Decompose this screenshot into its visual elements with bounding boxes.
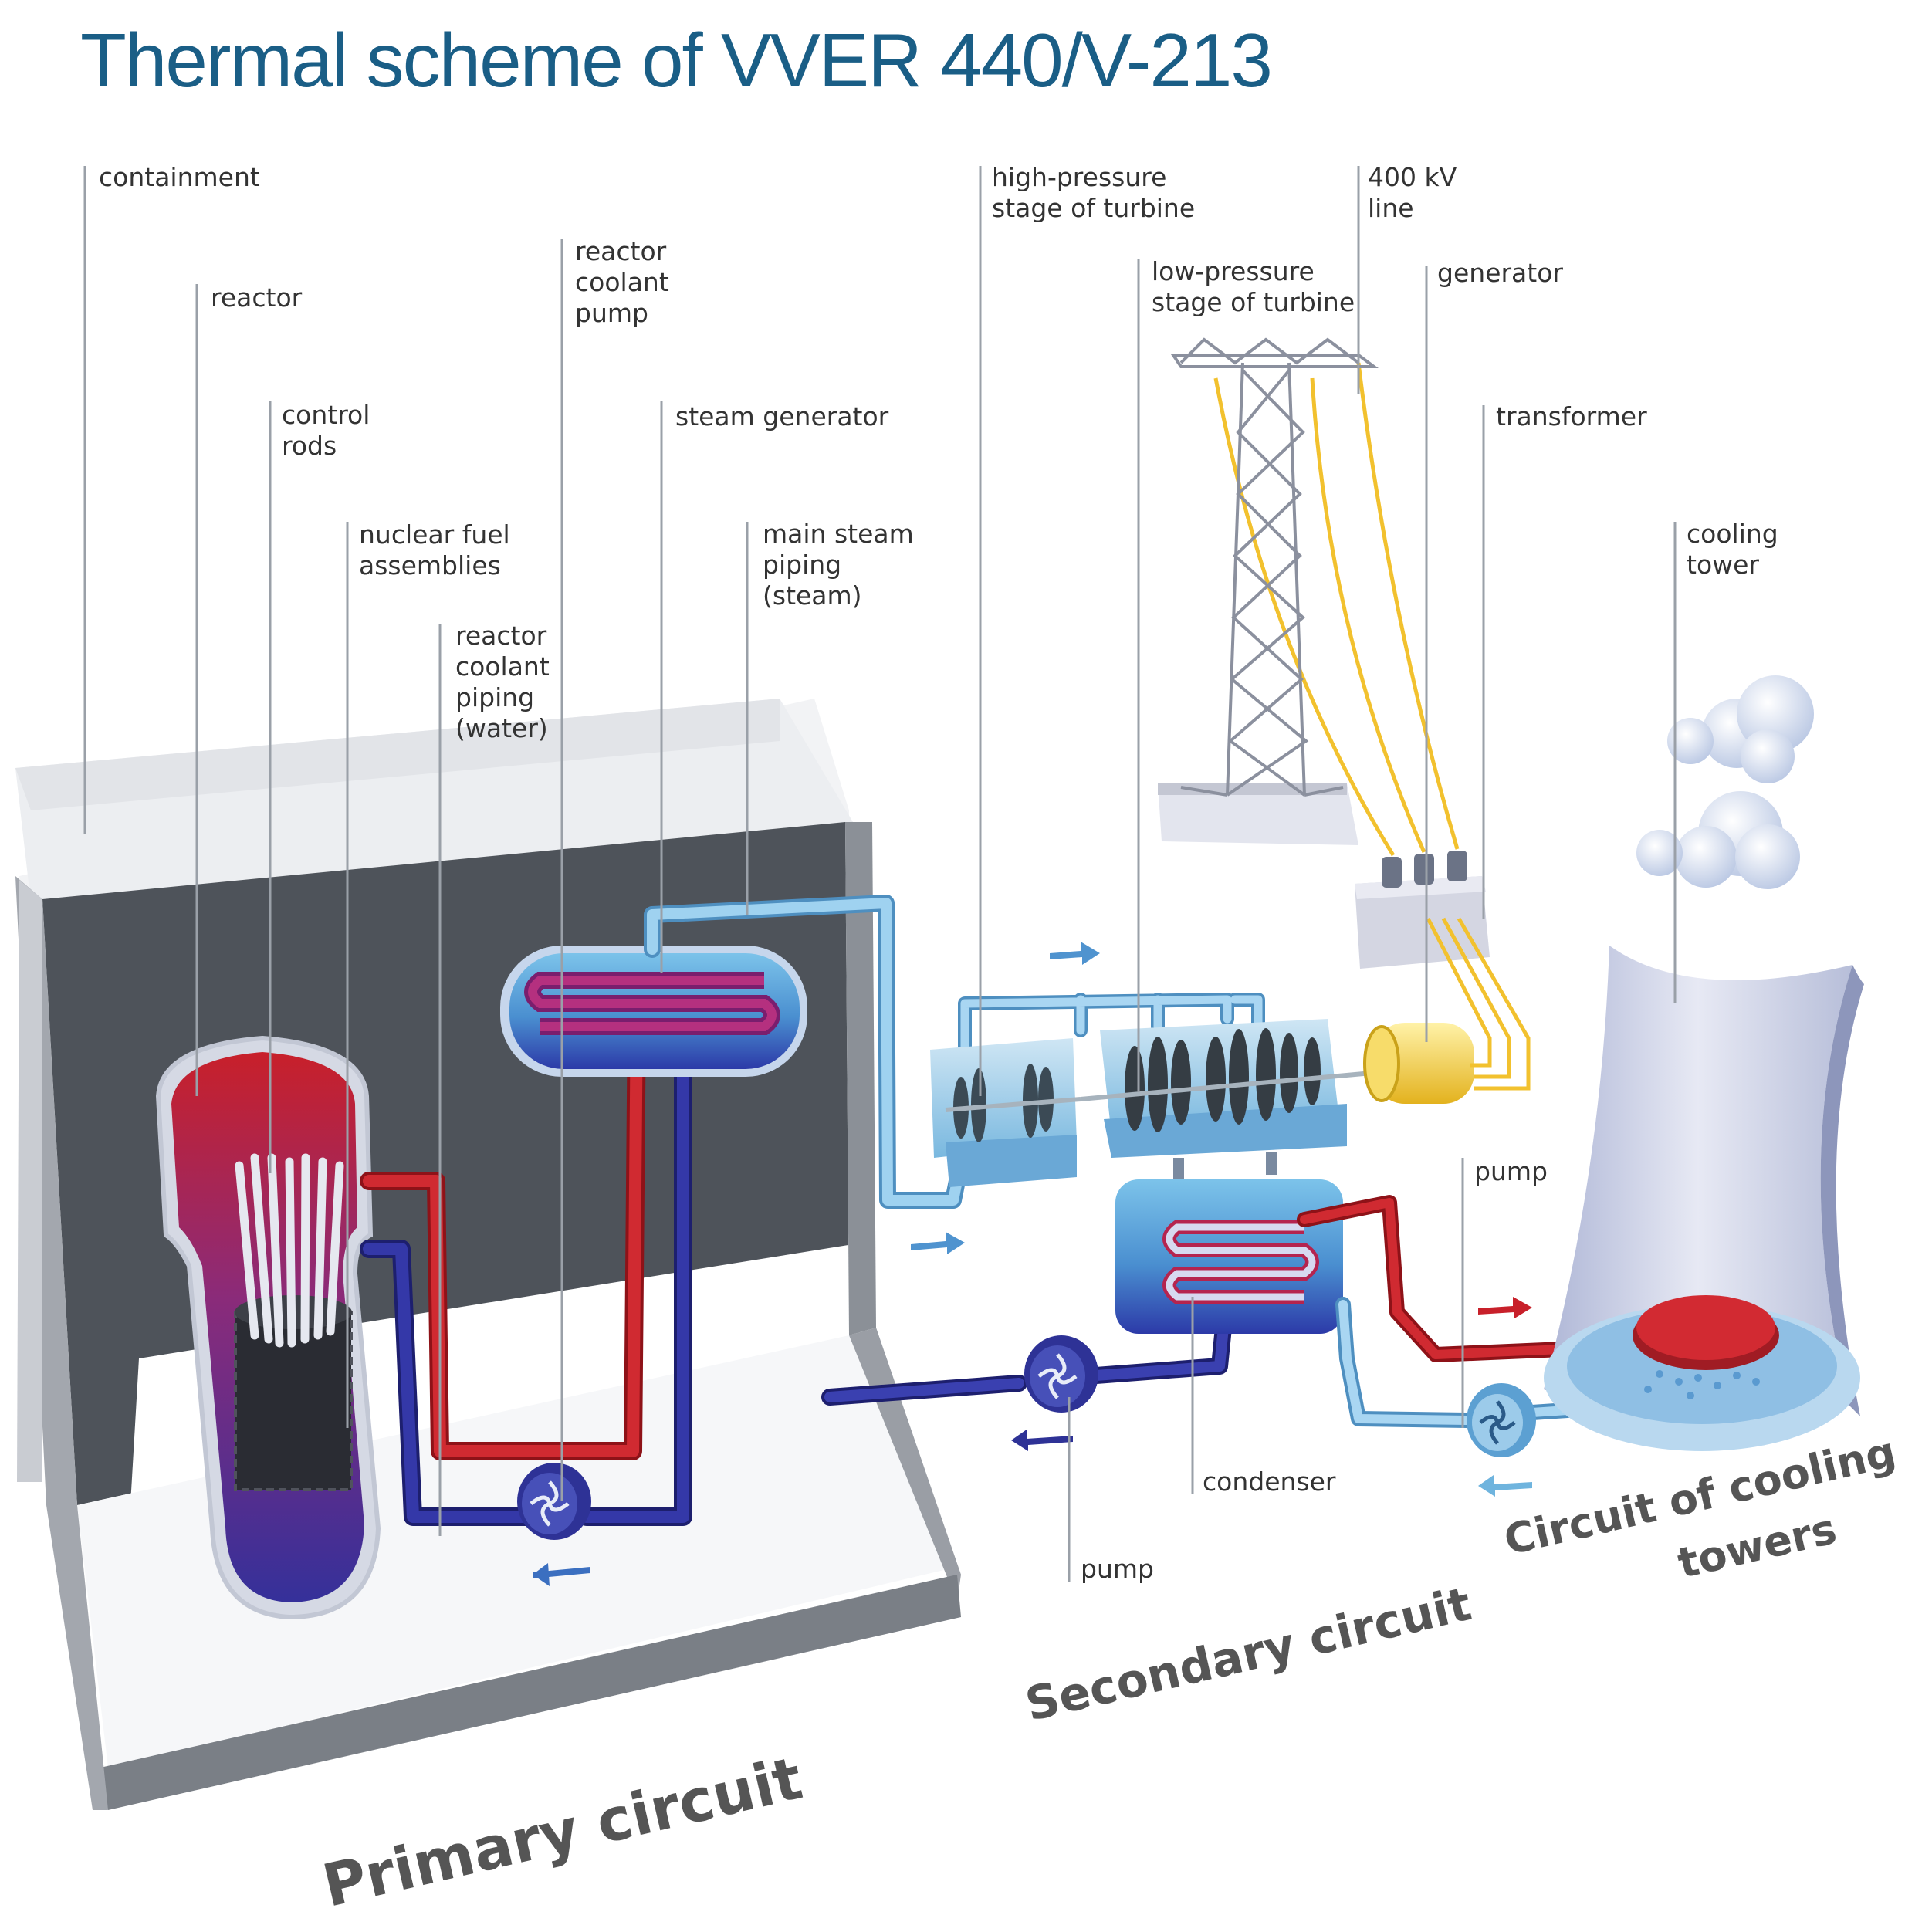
main-steam-piping bbox=[644, 895, 1265, 1209]
hp-turbine bbox=[930, 1038, 1081, 1187]
label-400kv-line: 400 kV line bbox=[1368, 162, 1457, 223]
containment-building bbox=[15, 699, 961, 1810]
cooling-hot-pipe bbox=[1297, 1195, 1625, 1362]
feedwater-piping bbox=[821, 1319, 1232, 1406]
label-containment: containment bbox=[99, 162, 260, 192]
cooling-tower bbox=[1544, 946, 1864, 1451]
label-pump-secondary: pump bbox=[1081, 1554, 1154, 1584]
page-title: Thermal scheme of VVER 440/V-213 bbox=[80, 18, 1273, 103]
label-reactor: reactor bbox=[211, 283, 303, 313]
feedwater-pump bbox=[1024, 1335, 1098, 1413]
label-condenser: condenser bbox=[1203, 1467, 1336, 1497]
transmission-tower bbox=[1158, 337, 1379, 845]
flow-arrows bbox=[533, 942, 1532, 1586]
label-control-rods: control rods bbox=[282, 400, 370, 461]
label-pump-cooling: pump bbox=[1474, 1156, 1548, 1186]
label-transformer: transformer bbox=[1496, 401, 1647, 431]
label-lp-turbine: low-pressure stage of turbine bbox=[1152, 256, 1355, 317]
label-hp-turbine: high-pressure stage of turbine bbox=[992, 162, 1196, 223]
transformer bbox=[1355, 851, 1490, 969]
label-main-steam-piping: main steam piping (steam) bbox=[763, 519, 914, 611]
label-coolant-piping: reactor coolant piping (water) bbox=[455, 621, 550, 743]
label-generator: generator bbox=[1437, 258, 1563, 288]
steam-clouds bbox=[1636, 675, 1814, 889]
cooling-pump bbox=[1467, 1383, 1536, 1457]
generator bbox=[1363, 1023, 1474, 1104]
steam-generator bbox=[500, 946, 807, 1077]
label-fuel-assemblies: nuclear fuel assemblies bbox=[359, 519, 510, 580]
lp-turbine bbox=[1080, 1019, 1390, 1181]
condenser bbox=[1115, 1179, 1343, 1334]
label-leader-lines bbox=[83, 166, 1677, 1582]
control-rods bbox=[235, 1153, 344, 1348]
label-steam-generator: steam generator bbox=[675, 401, 889, 431]
reactor-coolant-pump bbox=[517, 1463, 591, 1540]
label-coolant-pump: reactor coolant pump bbox=[575, 236, 669, 328]
label-cooling-tower: cooling tower bbox=[1687, 519, 1778, 580]
